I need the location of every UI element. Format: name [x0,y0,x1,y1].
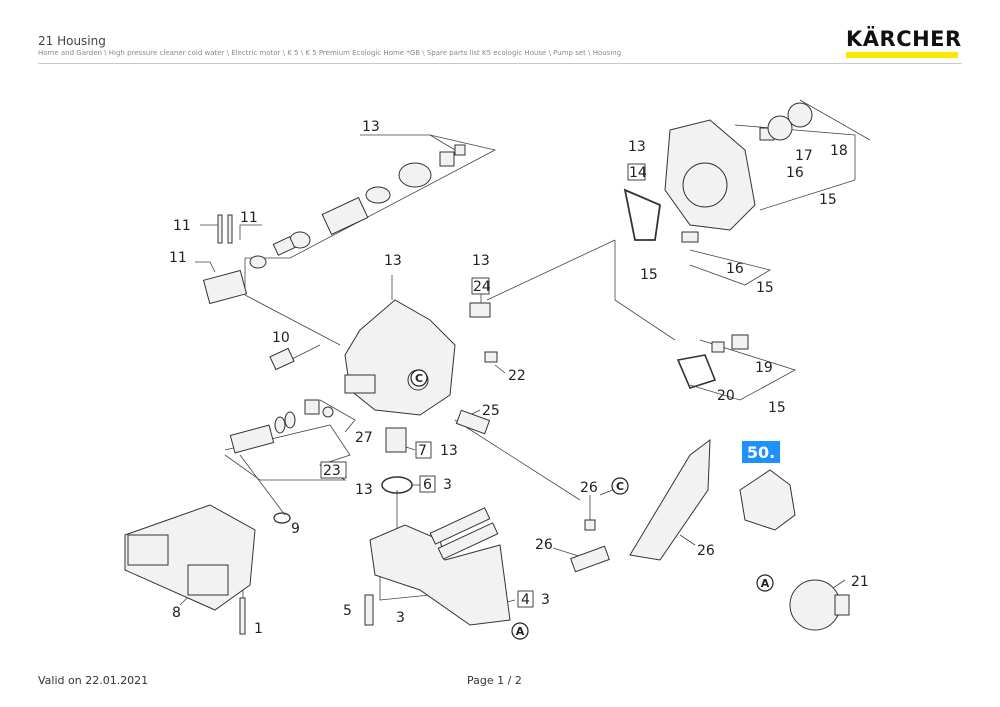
label-26: 26 [535,537,553,553]
label-3: 3 [396,610,405,626]
label-24: 24 [473,279,491,295]
badge-label: 50. [747,443,775,462]
label-13: 13 [440,443,458,459]
label-3: 3 [541,592,550,608]
karcher-logo: KÄRCHER [846,27,962,60]
part-shapes [124,102,850,635]
label-15: 15 [819,192,837,208]
label-16: 16 [726,261,744,277]
label-18: 18 [830,143,848,159]
label-13: 13 [355,482,373,498]
position-labels: 13 11 11 11 13 13 24 13 14 15 17 18 16 1… [169,119,869,637]
label-26: 26 [697,543,715,559]
logo-wordmark: KÄRCHER [846,27,962,51]
valid-date: Valid on 22.01.2021 [38,674,149,687]
label-1: 1 [254,621,263,637]
label-22: 22 [508,368,526,384]
label-13: 13 [472,253,490,269]
label-13: 13 [362,119,380,135]
part-50-badge[interactable]: 50. [742,441,780,463]
label-8: 8 [172,605,181,621]
label-25: 25 [482,403,500,419]
page-title: 21 Housing [38,34,106,48]
reference-circles: C C A A [410,369,774,640]
breadcrumb[interactable]: Home and Garden \ High pressure cleaner … [38,49,622,57]
label-11: 11 [169,250,187,266]
label-10: 10 [272,330,290,346]
ref-circle-a: A [516,625,525,638]
label-4: 4 [521,592,530,608]
label-boxes [320,163,646,608]
ref-circle-c: C [415,372,423,385]
label-26: 26 [580,480,598,496]
label-15: 15 [756,280,774,296]
label-11: 11 [240,210,258,226]
label-19: 19 [755,360,773,376]
label-17: 17 [795,148,813,164]
ref-circle-c: C [616,480,624,493]
label-13: 13 [628,139,646,155]
label-16: 16 [786,165,804,181]
label-7: 7 [418,443,427,459]
label-3: 3 [443,477,452,493]
label-6: 6 [423,477,432,493]
label-21: 21 [851,574,869,590]
label-15: 15 [768,400,786,416]
label-5: 5 [343,603,352,619]
label-15: 15 [640,267,658,283]
label-9: 9 [291,521,300,537]
logo-yellow-bar [846,52,958,58]
label-23: 23 [323,463,341,479]
page-indicator: Page 1 / 2 [467,674,522,687]
header-divider [38,63,962,64]
label-14: 14 [629,165,647,181]
label-27: 27 [355,430,373,446]
label-11: 11 [173,218,191,234]
label-13: 13 [384,253,402,269]
ref-circle-a: A [761,577,770,590]
label-20: 20 [717,388,735,404]
